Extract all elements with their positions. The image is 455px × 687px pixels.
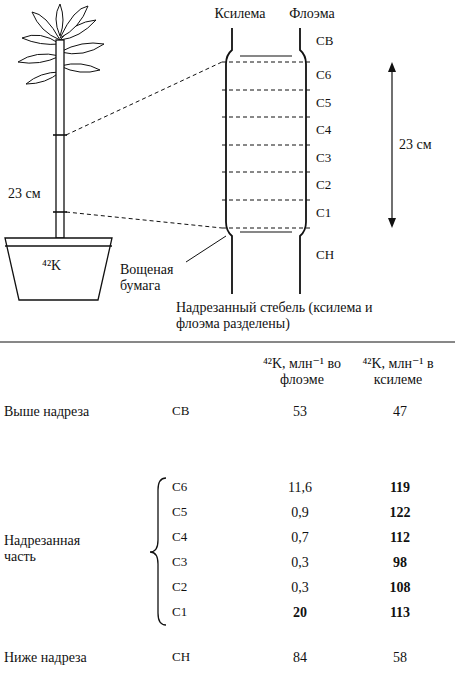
segment-label: С5 bbox=[316, 96, 331, 111]
segment-label: С1 bbox=[172, 605, 187, 620]
segment-lines bbox=[222, 62, 312, 228]
table-cell: 112 bbox=[370, 530, 430, 546]
leader-line bbox=[186, 236, 226, 262]
table-cell: 20 bbox=[270, 605, 330, 621]
tissue-label: Флоэма bbox=[280, 6, 344, 22]
plant-stem bbox=[56, 40, 64, 238]
zoom-line bbox=[66, 62, 222, 135]
segment-label: С1 bbox=[316, 206, 331, 221]
segment-label: С6 bbox=[316, 68, 331, 83]
arrowheads bbox=[388, 62, 396, 228]
table-cell: 108 bbox=[370, 580, 430, 596]
pot bbox=[5, 238, 112, 300]
table-cell: 0,7 bbox=[270, 530, 330, 546]
table-cell: 11,6 bbox=[270, 480, 330, 496]
table-cell: 84 bbox=[270, 650, 330, 666]
tissue-label: Ксилема bbox=[205, 6, 275, 22]
row-header: Надрезанная часть bbox=[4, 533, 100, 565]
caption-label: Надрезанный стебель (ксилема и флоэма ра… bbox=[176, 300, 376, 332]
table-cell: 47 bbox=[370, 404, 430, 420]
table-rule bbox=[0, 342, 455, 343]
pot-rim bbox=[5, 245, 112, 246]
dimension-label: 23 см bbox=[399, 137, 432, 153]
segment-label: С4 bbox=[172, 530, 187, 545]
segment-label: СВ bbox=[316, 34, 333, 49]
phloem-line bbox=[300, 28, 306, 294]
segment-label: С2 bbox=[316, 178, 331, 193]
segment-label: С5 bbox=[172, 505, 187, 520]
segment-label: СВ bbox=[172, 404, 189, 419]
dimension-label: 23 см bbox=[8, 186, 41, 202]
brace bbox=[150, 478, 166, 625]
segment-label: СН bbox=[172, 650, 190, 665]
table-cell: 0,3 bbox=[270, 580, 330, 596]
xylem-line bbox=[226, 28, 232, 294]
segment-label: СН bbox=[316, 248, 334, 263]
table-cell: 98 bbox=[370, 555, 430, 571]
dimension-line bbox=[391, 66, 392, 224]
zoom-line bbox=[66, 212, 222, 228]
column-header: ⁴²K, млн⁻¹ в ксилеме bbox=[352, 356, 444, 388]
isotope-label: ⁴²K bbox=[42, 258, 61, 274]
segment-label: С3 bbox=[316, 151, 331, 166]
table-cell: 113 bbox=[370, 605, 430, 621]
column-header: ⁴²K, млн⁻¹ во флоэме bbox=[258, 356, 346, 388]
table-cell: 0,3 bbox=[270, 555, 330, 571]
row-header: Выше надреза bbox=[4, 404, 89, 420]
cut-mark bbox=[53, 134, 67, 136]
table-cell: 119 bbox=[370, 480, 430, 496]
table-cell: 58 bbox=[370, 650, 430, 666]
table-cell: 0,9 bbox=[270, 505, 330, 521]
table-cell: 122 bbox=[370, 505, 430, 521]
segment-label: С4 bbox=[316, 123, 331, 138]
cut-mark bbox=[53, 211, 67, 213]
table-cell: 53 bbox=[270, 404, 330, 420]
segment-label: С2 bbox=[172, 580, 187, 595]
waxed-paper bbox=[240, 55, 292, 56]
part-label: Вощеная бумага bbox=[120, 262, 188, 294]
segment-label: С3 bbox=[172, 555, 187, 570]
waxed-paper bbox=[240, 231, 292, 232]
row-header: Ниже надреза bbox=[4, 650, 87, 666]
segment-label: С6 bbox=[172, 480, 187, 495]
